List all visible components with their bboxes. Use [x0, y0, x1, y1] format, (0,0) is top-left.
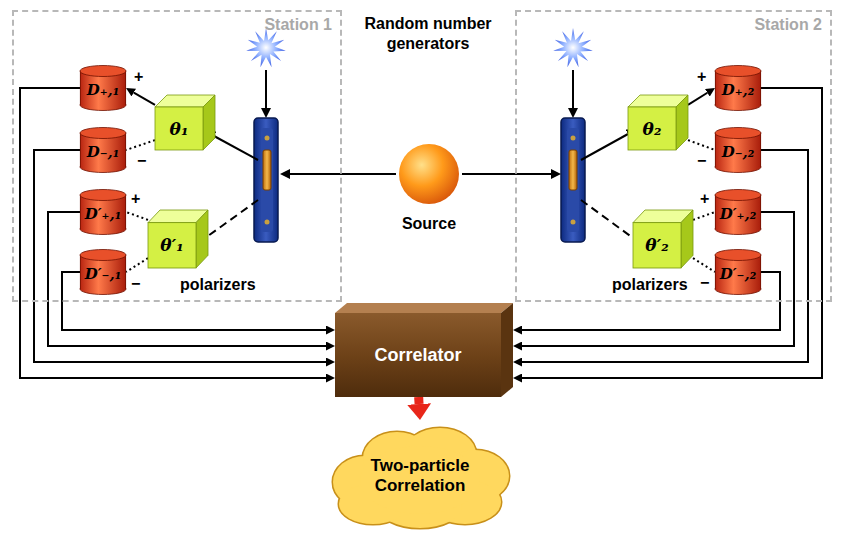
optical-switch — [254, 118, 278, 242]
beam-path — [214, 136, 258, 160]
signal-wire — [522, 212, 794, 346]
detector: D₋,₁ — [80, 127, 126, 173]
output-sign: − — [137, 152, 146, 170]
detector: D₋,₂ — [715, 127, 761, 173]
node-text: D₋,₁ — [87, 143, 120, 161]
polarizer: θ₁ — [155, 95, 215, 150]
node-text: Two-particle Correlation — [355, 456, 485, 497]
optical-switch — [561, 118, 585, 242]
output-sign: − — [131, 275, 140, 293]
particle-source: Source — [396, 143, 462, 233]
node-text: D₊,₂ — [722, 81, 755, 99]
node-text: θ′₂ — [633, 223, 681, 268]
signal-wire — [522, 150, 808, 362]
output-arrow — [414, 397, 423, 404]
random-number-generator — [553, 28, 593, 67]
part-label: polarizers — [180, 276, 256, 294]
node-text: θ′₁ — [148, 223, 196, 268]
node-text: D′₋,₁ — [85, 265, 122, 283]
particle-beam — [290, 173, 396, 175]
node-text: Station 2 — [754, 16, 822, 34]
signal-wire — [20, 88, 326, 378]
correlator-box: Correlator — [335, 303, 513, 397]
output-sign: − — [700, 274, 709, 292]
output-sign: − — [697, 152, 706, 170]
node-text: D′₋,₂ — [720, 265, 757, 283]
detector: D₊,₂ — [715, 65, 761, 111]
node-text: D′₊,₂ — [720, 205, 757, 223]
polarizer: θ₂ — [628, 95, 688, 150]
detector-path — [693, 212, 715, 220]
detector: D′₊,₁ — [80, 189, 126, 235]
output-sign: + — [697, 68, 706, 86]
output-sign: + — [700, 190, 709, 208]
node-text: θ₁ — [155, 107, 203, 150]
node-text: Correlator — [335, 313, 501, 397]
detector-path — [126, 212, 148, 220]
output-sign: + — [134, 68, 143, 86]
random-number-generator — [246, 28, 286, 67]
node-text: θ₂ — [628, 107, 676, 150]
node-text: Station 1 — [264, 16, 332, 34]
output-sign: + — [131, 190, 140, 208]
detector-path — [134, 93, 155, 105]
detector-path — [126, 140, 155, 150]
beam-path — [581, 134, 628, 160]
node-text: D′₊,₁ — [85, 205, 122, 223]
particle-beam — [462, 173, 551, 175]
signal-wire — [522, 88, 822, 378]
beam-path-alt — [581, 200, 633, 238]
detector-path — [688, 140, 715, 150]
polarizer: θ′₂ — [633, 210, 693, 268]
polarizer: θ′₁ — [148, 210, 208, 268]
part-label: polarizers — [612, 276, 688, 294]
node-text: Source — [402, 215, 456, 233]
generator-label: Random number generators — [358, 14, 498, 54]
station-region: D₊,₁ D₋,₁ D′₊,₁ D′₋,₁ θ₁ θ′₁ Station 1 — [12, 10, 342, 302]
control-line — [265, 70, 267, 108]
control-line — [572, 70, 574, 108]
beam-path-alt — [208, 200, 258, 236]
result-cloud: Two-particle Correlation — [325, 420, 515, 532]
detector: D′₋,₂ — [715, 249, 761, 295]
node-text: D₊,₁ — [87, 81, 120, 99]
detector: D′₋,₁ — [80, 249, 126, 295]
detector-path — [693, 258, 715, 272]
signal-wire — [48, 212, 326, 346]
detector: D₊,₁ — [80, 65, 126, 111]
detector-path — [688, 93, 707, 105]
detector-path — [126, 258, 148, 272]
signal-wire — [34, 150, 326, 362]
detector: D′₊,₂ — [715, 189, 761, 235]
node-text: D₋,₂ — [722, 143, 755, 161]
station-region: θ₂ θ′₂ D₊,₂ D₋,₂ D′₊,₂ D′₋,₂ Station 2 — [515, 10, 832, 302]
